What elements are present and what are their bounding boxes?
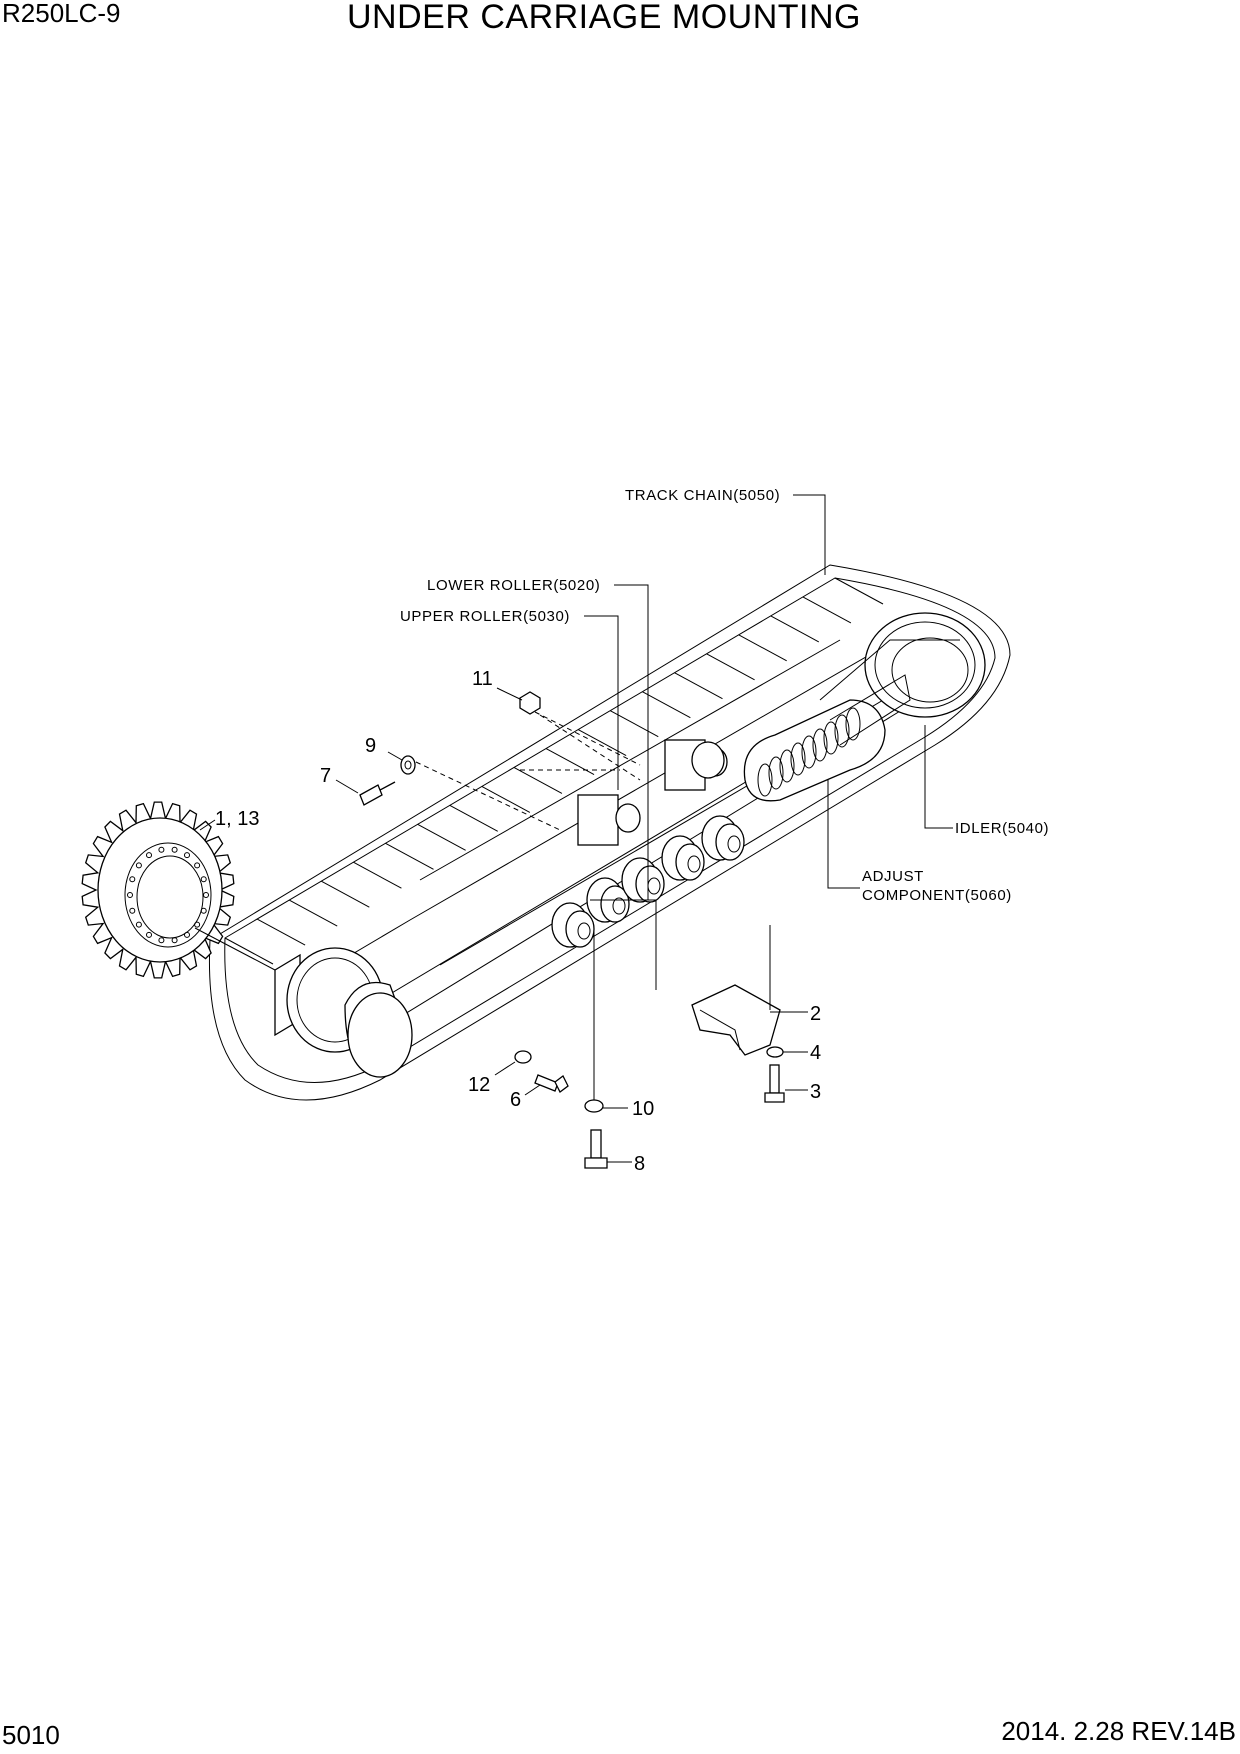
idler-drawing xyxy=(819,612,986,718)
revision-date: 2014. 2.28 REV.14B xyxy=(1001,1716,1236,1746)
sprocket-bolt-hole xyxy=(203,892,209,898)
spring-coil xyxy=(845,707,861,741)
sprocket-bolt-hole xyxy=(158,937,165,944)
callout-idler: IDLER(5040) xyxy=(955,820,1049,837)
sprocket-bolt-hole xyxy=(184,852,190,859)
callout-upper-roller: UPPER ROLLER(5030) xyxy=(400,608,570,625)
sprocket-bolt-hole xyxy=(171,937,178,944)
leader-lines xyxy=(194,494,953,1163)
sprocket-bolt-hole xyxy=(194,862,201,869)
track-shoe-line xyxy=(577,729,627,757)
track-shoe-line xyxy=(417,823,466,851)
track-shoe-line xyxy=(834,577,884,605)
upper-roller-drawing xyxy=(520,714,728,846)
hardware-drawing xyxy=(359,691,785,1169)
lower-roller-hub xyxy=(612,897,626,915)
part-number-8: 8 xyxy=(634,1153,645,1175)
part-number-12: 12 xyxy=(468,1074,490,1096)
sprocket-bolt-hole xyxy=(129,907,136,914)
track-shoe-line xyxy=(545,748,595,775)
spring-coil xyxy=(801,735,817,769)
part-number-1-13: 1, 13 xyxy=(215,808,259,830)
part-number-2: 2 xyxy=(810,1003,821,1025)
spring-coil xyxy=(823,721,839,755)
sprocket-bolt-hole xyxy=(184,931,190,938)
track-shoe-line xyxy=(481,785,531,813)
spring-coil xyxy=(812,728,828,762)
sprocket-bolt-hole xyxy=(135,862,142,869)
adjust-component-drawing xyxy=(743,674,911,802)
track-shoe-line xyxy=(610,710,659,738)
track-guard-drawing xyxy=(691,984,781,1056)
spring-coil xyxy=(779,749,795,783)
lower-roller-hub xyxy=(727,835,741,853)
callout-adjust-line2: COMPONENT(5060) xyxy=(862,887,1012,904)
track-shoe-line xyxy=(288,899,338,927)
track-shoe-line xyxy=(385,842,434,870)
spring-coil xyxy=(768,756,784,790)
track-shoe-line xyxy=(802,596,852,624)
sprocket-bolt-hole xyxy=(135,921,142,928)
sprocket-bolt-hole xyxy=(171,846,178,853)
track-shoe-line xyxy=(770,615,820,643)
part-number-11: 11 xyxy=(472,668,493,690)
part-number-3: 3 xyxy=(810,1081,821,1103)
track-shoe-line xyxy=(642,691,691,719)
sprocket-bolt-hole xyxy=(127,892,133,898)
track-shoe-line xyxy=(321,880,370,908)
part-number-10: 10 xyxy=(632,1098,654,1120)
track-shoe-line xyxy=(738,634,787,662)
sprocket-bolt-hole xyxy=(200,907,207,914)
travel-motor-drawing xyxy=(274,947,413,1078)
spring-coil xyxy=(757,763,773,797)
sprocket-bolt-hole xyxy=(200,876,207,883)
sprocket-bolt-hole xyxy=(146,852,152,859)
callout-adjust-line1: ADJUST xyxy=(862,868,924,885)
sprocket-bolt-hole xyxy=(129,876,136,883)
track-shoe-line xyxy=(674,672,723,700)
callout-track-chain: TRACK CHAIN(5050) xyxy=(625,487,780,504)
page-number: 5010 xyxy=(2,1720,60,1750)
track-shoe-line xyxy=(224,937,274,965)
part-number-6: 6 xyxy=(510,1089,521,1111)
track-shoe-line xyxy=(513,767,563,794)
track-shoe-line xyxy=(449,804,498,832)
callout-lower-roller: LOWER ROLLER(5020) xyxy=(427,577,600,594)
sprocket-bolt-hole xyxy=(146,931,152,938)
track-shoe-line xyxy=(256,918,306,946)
track-shoe-line xyxy=(706,653,755,681)
page-title: UNDER CARRIAGE MOUNTING xyxy=(347,0,861,36)
lower-roller-drawing xyxy=(551,815,745,948)
part-number-9: 9 xyxy=(365,735,376,757)
sprocket-bolt-hole xyxy=(194,921,201,928)
sprocket-bolt-hole xyxy=(158,846,165,853)
lower-roller-hub xyxy=(577,922,591,940)
part-number-4: 4 xyxy=(810,1042,821,1064)
spring-coil xyxy=(790,742,806,776)
lower-roller-hub xyxy=(687,855,701,873)
sprocket-drawing xyxy=(81,801,235,979)
part-number-7: 7 xyxy=(320,765,331,787)
track-shoe-line xyxy=(353,861,402,889)
model-name: R250LC-9 xyxy=(2,0,121,28)
spring-coil xyxy=(834,714,850,748)
